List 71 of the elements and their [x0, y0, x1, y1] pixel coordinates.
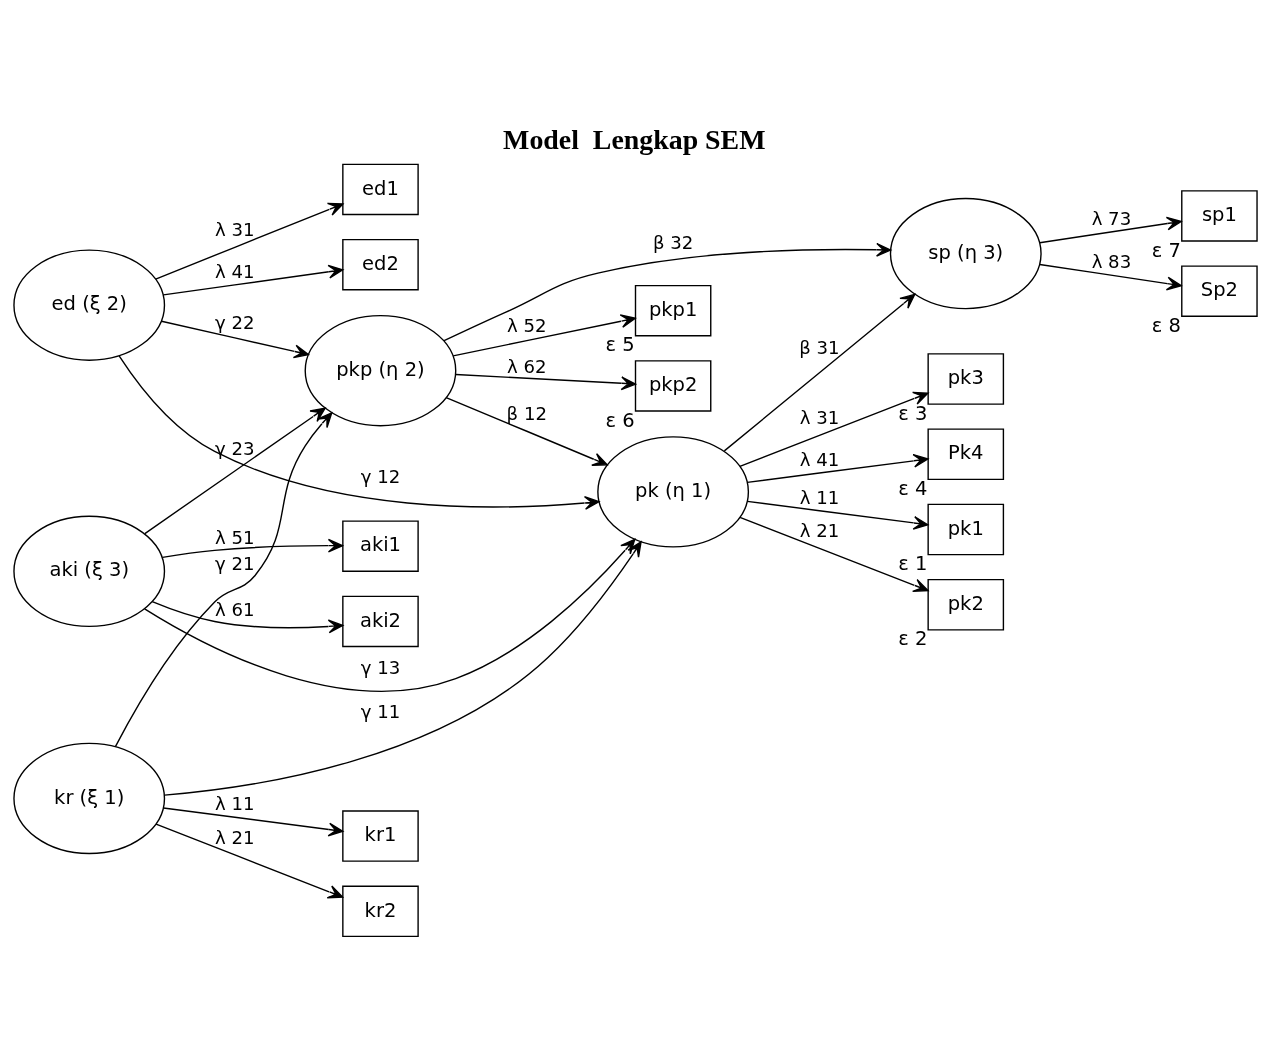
arrow	[162, 264, 344, 296]
arrow	[151, 600, 344, 634]
edge-label: λ 21	[799, 520, 840, 542]
node-box: pk1	[927, 503, 1005, 556]
arrow	[723, 293, 916, 452]
edge-label: λ 61	[215, 599, 255, 621]
node-box: kr1	[342, 810, 419, 862]
node-ellipse: kr (ξ 1)	[13, 742, 166, 855]
edge-label: λ 11	[215, 793, 255, 815]
node-box: kr2	[342, 885, 419, 938]
node-box: pk3	[927, 353, 1005, 405]
arrow	[746, 500, 929, 530]
node-label: ε 1	[898, 552, 928, 576]
node-label: ε 5	[605, 333, 635, 357]
edge-label: λ 21	[215, 826, 255, 848]
diagram-title: Model Lengkap SEM	[503, 124, 766, 156]
arrow	[1039, 216, 1182, 244]
node-box: Sp2	[1181, 265, 1258, 317]
arrow	[118, 355, 600, 510]
arrow	[452, 314, 636, 357]
edge-label: γ 11	[360, 701, 401, 723]
node-box: ed2	[342, 238, 419, 291]
arrow	[443, 242, 892, 342]
arrow	[746, 453, 929, 484]
node-box: Pk4	[927, 428, 1005, 481]
arrow	[143, 538, 636, 692]
arrow	[162, 807, 344, 837]
edge-label: λ 31	[799, 407, 840, 429]
edge-label: γ 13	[360, 656, 401, 678]
arrow	[155, 823, 344, 899]
edge-label: γ 22	[215, 312, 255, 334]
edge-label: λ 52	[507, 315, 547, 337]
node-label: ε 4	[898, 476, 928, 500]
node-box: aki2	[342, 595, 419, 648]
node-box: pkp1	[634, 284, 712, 337]
node-ellipse: pk (η 1)	[597, 436, 750, 548]
edge-label: λ 73	[1091, 207, 1132, 229]
arrow	[160, 320, 310, 359]
edge-label: β 31	[799, 337, 840, 359]
node-box: pk2	[927, 578, 1005, 631]
edge-label: γ 12	[360, 465, 401, 487]
node-ellipse: ed (ξ 2)	[13, 249, 166, 361]
node-label: ε 2	[898, 627, 928, 651]
arrow	[144, 407, 326, 535]
edge-label: λ 62	[507, 355, 547, 377]
arrow	[1039, 263, 1182, 291]
arrow	[114, 412, 333, 748]
node-label: ε 6	[605, 408, 635, 432]
node-box: aki1	[342, 520, 419, 572]
arrow	[739, 391, 929, 468]
edge-label: β 12	[506, 402, 547, 424]
edge-label: λ 41	[215, 260, 255, 282]
arrow	[455, 373, 637, 391]
arrow	[155, 202, 344, 280]
node-ellipse: aki (ξ 3)	[13, 515, 166, 628]
node-box: pkp2	[634, 360, 712, 412]
node-label: ε 3	[898, 401, 928, 425]
node-label: ε 8	[1151, 313, 1182, 337]
arrow	[739, 516, 929, 593]
node-box: ed1	[342, 163, 419, 216]
edge-label: λ 83	[1091, 251, 1132, 273]
edge-label: λ 11	[799, 486, 840, 508]
edge-label: λ 51	[215, 526, 255, 548]
edge-label: γ 21	[215, 553, 255, 575]
arrow	[445, 396, 608, 466]
arrow	[161, 538, 344, 559]
node-label: ε 7	[1151, 238, 1182, 262]
edge-label: β 32	[652, 231, 694, 253]
node-box: sp1	[1181, 190, 1258, 242]
edge-label: λ 41	[799, 448, 840, 470]
edge-label: λ 31	[215, 219, 255, 241]
